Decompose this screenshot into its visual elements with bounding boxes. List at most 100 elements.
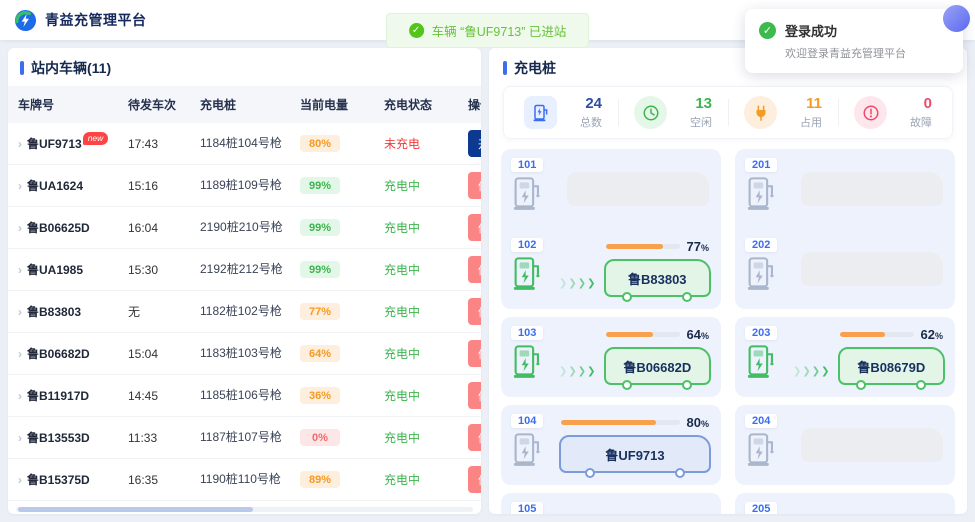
battery-badge: 99% xyxy=(300,261,340,278)
bus-plate: 鲁UF9713 xyxy=(605,447,665,463)
charging-pile-icon xyxy=(747,176,775,214)
pile-gun-name: 1189桩109号枪 xyxy=(194,164,294,207)
notification-text: 登录成功 欢迎登录青益充管理平台 xyxy=(785,21,906,61)
pile-slot[interactable]: 204 xyxy=(735,405,955,485)
stop-charging-button[interactable]: 停止充电 xyxy=(468,466,481,493)
slot-left: 101 xyxy=(511,158,555,224)
vehicle-table-body: ›鲁UF9713new17:431184桩104号枪80%未充电开始充电›鲁UA… xyxy=(8,123,481,501)
column-header: 车牌号 xyxy=(8,86,122,123)
gun-number: 201 xyxy=(745,158,778,172)
pile-gun-name: 1185桩106号枪 xyxy=(194,374,294,417)
row-expand-icon[interactable]: › xyxy=(18,473,22,487)
stop-charging-button[interactable]: 停止充电 xyxy=(468,172,481,199)
charging-status: 充电中 xyxy=(384,473,421,487)
stat-value: 13 xyxy=(695,95,712,112)
row-expand-icon[interactable]: › xyxy=(18,179,22,193)
stat-label: 故障 xyxy=(910,117,932,129)
departure-time: 15:30 xyxy=(122,248,194,291)
stop-charging-button[interactable]: 停止充电 xyxy=(468,256,481,283)
bus-illustration: 鲁B83803 xyxy=(603,259,711,302)
departure-time: 15:16 xyxy=(122,164,194,207)
pile-slot[interactable]: 102❯❯❯❯77%鲁B83803 xyxy=(501,229,721,309)
empty-bus-placeholder xyxy=(567,172,709,206)
vehicles-table: 车牌号待发车次充电桩当前电量充电状态操作 ›鲁UF9713new17:43118… xyxy=(8,86,481,501)
row-expand-icon[interactable]: › xyxy=(18,221,22,235)
departure-time: 14:45 xyxy=(122,374,194,417)
bus-illustration: 鲁UF9713 xyxy=(559,435,711,478)
pile-slot[interactable]: 103❯❯❯❯64%鲁B06682D xyxy=(501,317,721,397)
user-avatar[interactable] xyxy=(943,5,970,32)
stop-charging-button[interactable]: 停止充电 xyxy=(468,382,481,409)
battery-badge: 99% xyxy=(300,219,340,236)
pile-slot[interactable]: 101 xyxy=(501,149,721,229)
gun-number: 205 xyxy=(745,502,778,514)
main-content: 站内车辆(11) 车牌号待发车次充电桩当前电量充电状态操作 ›鲁UF9713ne… xyxy=(0,40,975,522)
empty-bus-placeholder xyxy=(801,252,943,286)
stop-charging-button[interactable]: 停止充电 xyxy=(468,214,481,241)
battery-percent: 80% xyxy=(686,415,709,430)
battery-badge: 89% xyxy=(300,471,340,488)
plate-number: 鲁UF9713 xyxy=(27,137,82,151)
stat-label: 占用 xyxy=(800,117,822,129)
row-expand-icon[interactable]: › xyxy=(18,305,22,319)
slot-right: 64% 鲁B06682D xyxy=(603,326,711,392)
bus-plate: 鲁B06682D xyxy=(623,359,692,375)
stop-charging-button[interactable]: 停止充电 xyxy=(468,298,481,325)
row-expand-icon[interactable]: › xyxy=(18,347,22,361)
horizontal-scrollbar-track xyxy=(16,507,473,512)
notification-title: 登录成功 xyxy=(785,24,838,39)
pile-gun-name: 1183桩103号枪 xyxy=(194,332,294,375)
battery-percent: 64% xyxy=(686,327,709,342)
pile-card: 103❯❯❯❯64%鲁B06682D xyxy=(501,317,721,397)
bus-plate: 鲁B08679D xyxy=(857,359,926,375)
horizontal-scrollbar-thumb[interactable] xyxy=(18,507,253,512)
pile-card: 203 ❯❯❯❯ 62% 鲁B08679D xyxy=(735,317,955,397)
pile-slot[interactable]: 105 xyxy=(501,493,721,514)
row-expand-icon[interactable]: › xyxy=(18,431,22,445)
slot-right: 62% 鲁B08679D xyxy=(837,326,945,392)
pile-column: 201 202 203 ❯❯❯❯ 62% 鲁B08679D 204 205 xyxy=(735,149,955,514)
charging-flow-arrows: ❯❯❯❯ xyxy=(793,366,830,377)
gun-number: 203 xyxy=(745,326,778,340)
battery-progress-bar xyxy=(561,420,680,425)
pile-slot[interactable]: 203 ❯❯❯❯ 62% 鲁B08679D xyxy=(735,317,955,397)
stat-value: 24 xyxy=(585,95,602,112)
start-charging-button[interactable]: 开始充电 xyxy=(468,130,481,157)
toast-message: 车辆 “鲁UF9713” 已进站 xyxy=(431,25,567,39)
plate-number: 鲁B06682D xyxy=(27,347,90,361)
row-expand-icon[interactable]: › xyxy=(18,263,22,277)
pile-gun-name: 2192桩212号枪 xyxy=(194,248,294,291)
row-expand-icon[interactable]: › xyxy=(18,137,22,151)
pile-card: 205 xyxy=(735,493,955,514)
row-expand-icon[interactable]: › xyxy=(18,389,22,403)
charging-pile-icon xyxy=(513,344,541,382)
charging-status: 充电中 xyxy=(384,179,421,193)
departure-time: 11:33 xyxy=(122,416,194,459)
battery-progress-row: 62% xyxy=(838,327,945,347)
column-header: 待发车次 xyxy=(122,86,194,123)
battery-progress-bar xyxy=(605,332,680,337)
slot-left: 202 xyxy=(745,238,789,304)
pile-slot[interactable]: 205 xyxy=(735,493,955,514)
battery-progress-row: 64% xyxy=(604,327,711,347)
charging-pile-icon xyxy=(747,432,775,470)
plate-number: 鲁B11917D xyxy=(27,389,90,403)
stop-charging-button[interactable]: 停止充电 xyxy=(468,340,481,367)
slot-left: 201 xyxy=(745,158,789,224)
pile-slot[interactable]: 201 xyxy=(735,149,955,229)
battery-progress-row: 80% xyxy=(559,415,711,435)
charging-pile-icon xyxy=(513,176,541,214)
pile-slot[interactable]: 202 xyxy=(735,229,955,309)
bus-illustration: 鲁B06682D xyxy=(603,347,711,390)
pile-gun-name: 2190桩210号枪 xyxy=(194,206,294,249)
stop-charging-button[interactable]: 停止充电 xyxy=(468,424,481,451)
